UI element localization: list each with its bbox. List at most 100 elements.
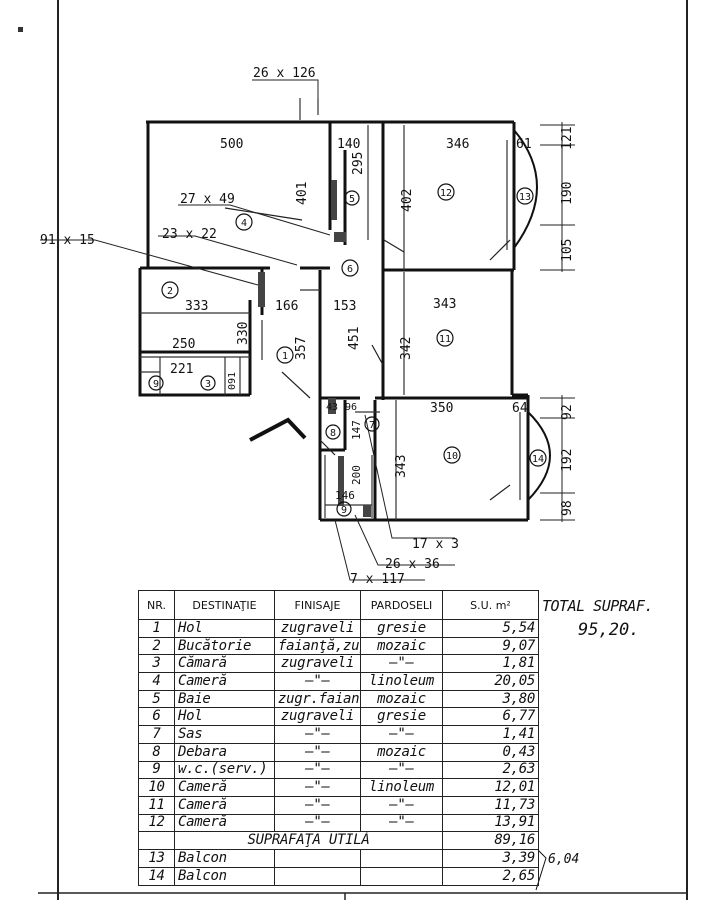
dim-250: 250	[172, 337, 195, 352]
dim-96: 96	[345, 402, 357, 413]
row-nr: 14	[138, 866, 175, 886]
row-su: 1,41	[442, 725, 539, 744]
row-su: 2,63	[442, 760, 539, 780]
row-su: 3,39	[442, 849, 539, 868]
row-pardoseli	[360, 866, 443, 886]
row-nr: 6	[138, 707, 175, 727]
row-destinatie: Cameră	[174, 795, 275, 815]
row-nr: 11	[138, 795, 175, 815]
row-finisaje: zugr.faianţă	[274, 689, 361, 709]
header-finisaje: FINISAJE	[274, 590, 361, 620]
dim-140: 140	[337, 137, 360, 152]
room-marker-8: 8	[330, 428, 336, 439]
row-finisaje: —"—	[274, 742, 361, 762]
row-finisaje: faianţă,zugr.	[274, 636, 361, 656]
row-finisaje	[274, 849, 361, 868]
row-su: 11,73	[442, 795, 539, 815]
room-marker-9: 9	[341, 505, 347, 516]
room-marker-13: 13	[519, 192, 531, 203]
leader-lines	[40, 79, 575, 581]
surface-table: NR. DESTINAŢIE FINISAJE PARDOSELI S.U. m…	[138, 590, 539, 886]
row-nr: 7	[138, 725, 175, 744]
hatched-walls	[258, 180, 371, 517]
dim-350: 350	[430, 401, 453, 416]
row-destinatie: Bucătorie	[174, 636, 275, 656]
util-value: 89,16	[442, 831, 539, 851]
dim-357: 357	[294, 337, 309, 360]
row-nr: 5	[138, 689, 175, 709]
row-destinatie: Cameră	[174, 813, 275, 833]
row-pardoseli: linoleum	[360, 672, 443, 691]
row-destinatie: Cameră	[174, 672, 275, 691]
row-pardoseli: linoleum	[360, 778, 443, 797]
row-pardoseli: —"—	[360, 725, 443, 744]
row-pardoseli: —"—	[360, 654, 443, 674]
row-destinatie: Cameră	[174, 778, 275, 797]
total-surface-label: TOTAL SUPRAF.	[542, 597, 653, 615]
row-nr: 12	[138, 813, 175, 833]
row-nr: 4	[138, 672, 175, 691]
room-marker-1: 1	[282, 351, 288, 362]
dim-402: 402	[400, 189, 415, 212]
dim-27x49: 27 x 49	[180, 192, 235, 207]
dim-221: 221	[170, 362, 193, 377]
room-marker-5: 5	[349, 194, 355, 205]
row-finisaje: zugraveli	[274, 654, 361, 674]
dim-7x117: 7 x 117	[350, 572, 405, 587]
row-pardoseli: gresie	[360, 619, 443, 638]
row-destinatie: Baie	[174, 689, 275, 709]
row-finisaje: —"—	[274, 672, 361, 691]
row-su: 20,05	[442, 672, 539, 691]
row-finisaje	[274, 866, 361, 886]
row-su: 2,65	[442, 866, 539, 886]
room-marker-4: 4	[241, 218, 247, 229]
room-marker-14: 14	[532, 454, 544, 465]
row-nr: 2	[138, 636, 175, 656]
row-su: 12,01	[442, 778, 539, 797]
dim-192: 192	[560, 449, 575, 472]
row-pardoseli: gresie	[360, 707, 443, 727]
dim-26x126: 26 x 126	[253, 66, 316, 81]
dim-91x15: 91 x 15	[40, 233, 95, 248]
dim-200: 200	[350, 465, 363, 485]
balcony-bracket	[535, 849, 547, 891]
dim-61: 61	[516, 137, 532, 152]
dimension-labels: 26 x 126 500 140 295 401 346 402 61 121 …	[40, 66, 575, 587]
balcony-total-value: 6,04	[548, 852, 580, 867]
row-pardoseli	[360, 849, 443, 868]
room-marker-12: 12	[440, 188, 452, 199]
dim-190: 190	[560, 182, 575, 205]
row-nr: 13	[138, 849, 175, 868]
dim-105: 105	[560, 239, 575, 262]
row-finisaje: zugraveli	[274, 707, 361, 727]
dim-17x3: 17 x 3	[412, 537, 459, 552]
row-su: 5,54	[442, 619, 539, 638]
row-destinatie: Balcon	[174, 866, 275, 886]
row-pardoseli: mozaic	[360, 636, 443, 656]
row-su: 9,07	[442, 636, 539, 656]
dim-98: 98	[560, 500, 575, 516]
room-marker-10: 10	[446, 451, 458, 462]
row-finisaje: —"—	[274, 725, 361, 744]
row-pardoseli: mozaic	[360, 742, 443, 762]
dim-92: 92	[560, 404, 575, 420]
dim-166: 166	[275, 299, 298, 314]
header-destinatie: DESTINAŢIE	[174, 590, 275, 620]
dim-43: 43	[326, 402, 338, 413]
dim-64: 64	[512, 401, 528, 416]
dim-091: 091	[227, 372, 238, 390]
row-pardoseli: —"—	[360, 813, 443, 833]
header-pardoseli: PARDOSELI	[360, 590, 443, 620]
row-finisaje: —"—	[274, 778, 361, 797]
